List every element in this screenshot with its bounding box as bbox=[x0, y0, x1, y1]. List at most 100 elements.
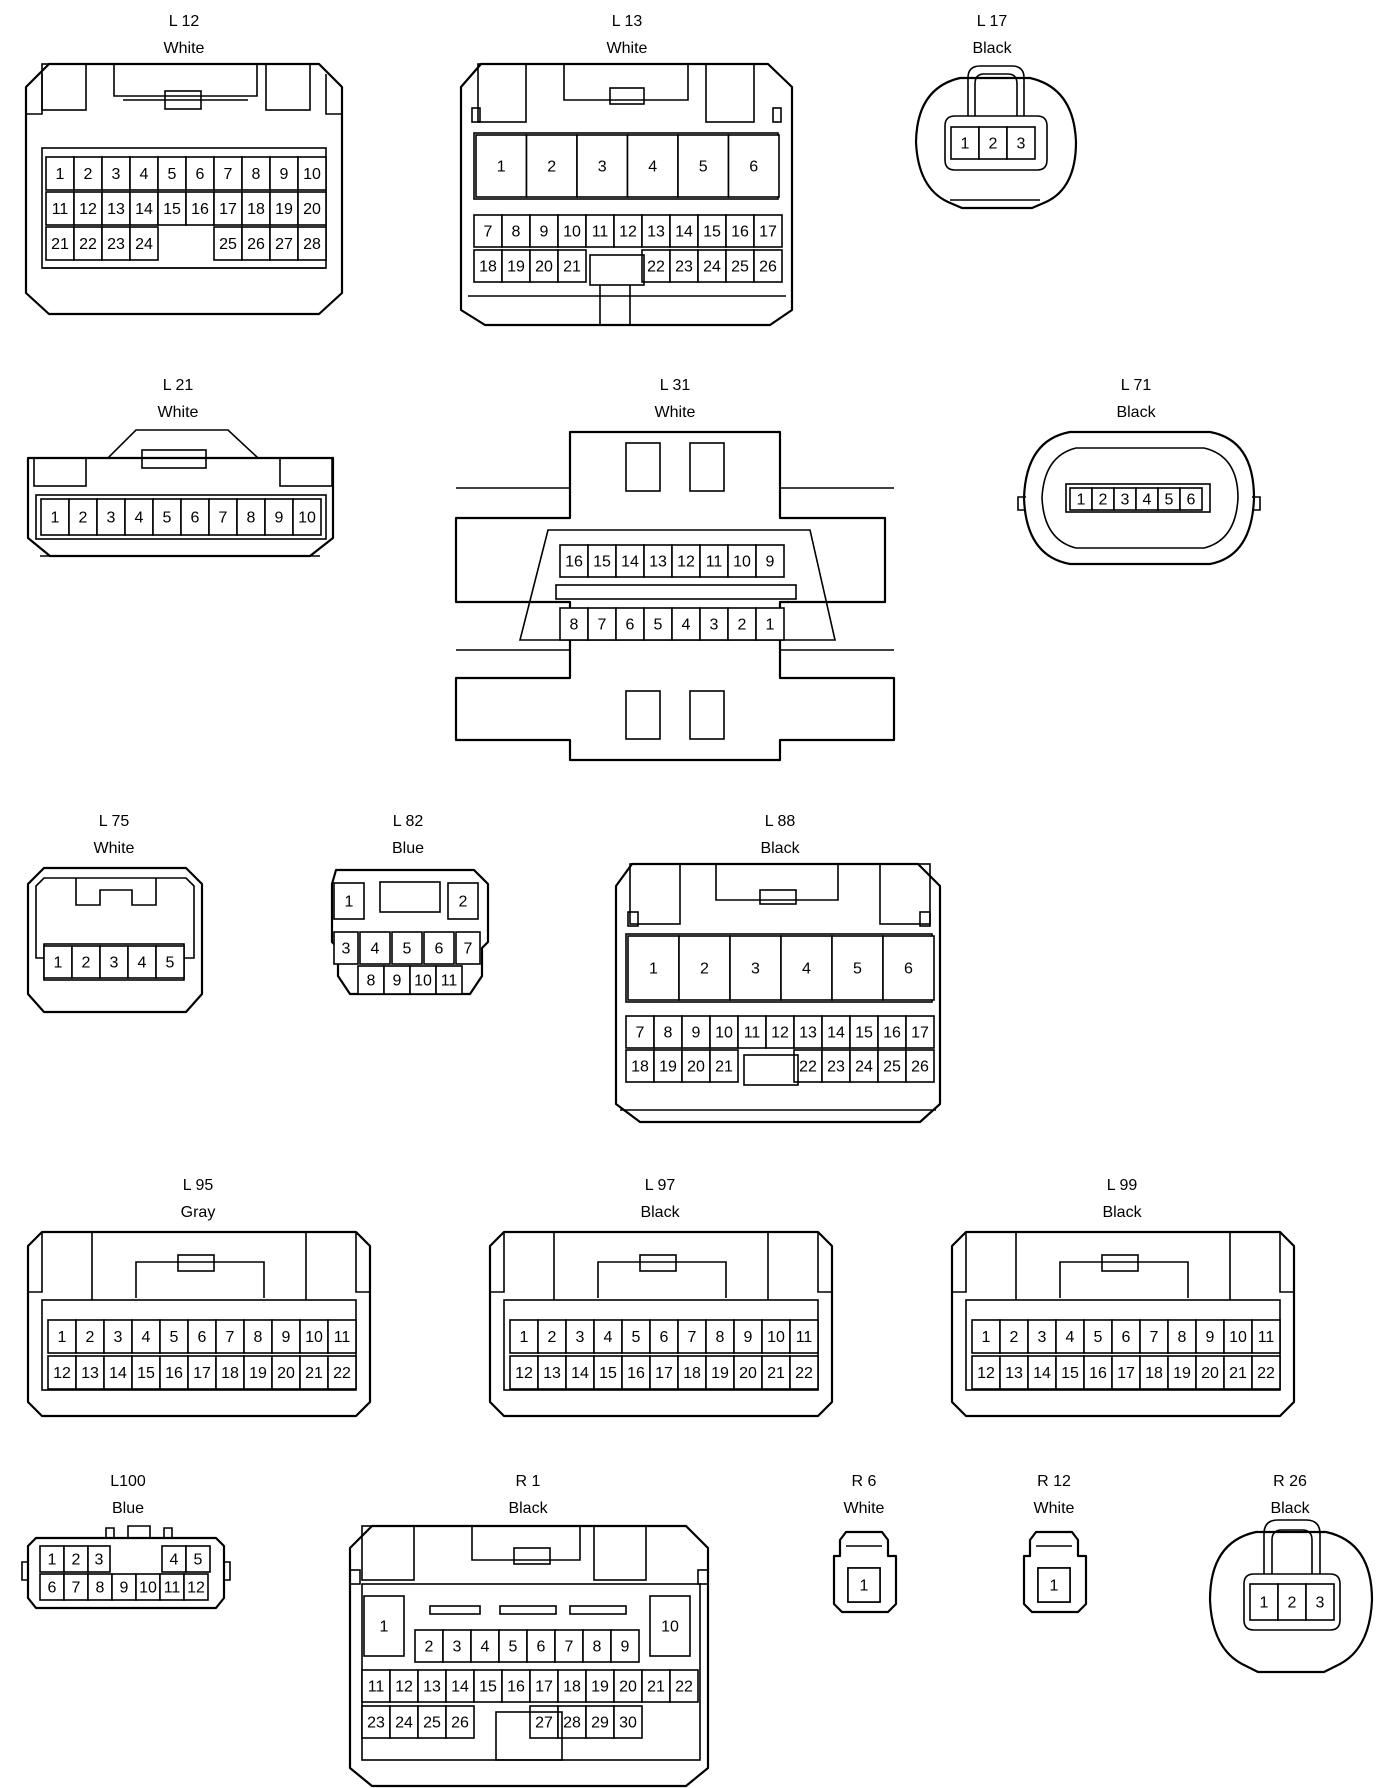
pin-number: 2 bbox=[79, 510, 88, 527]
pin-cell bbox=[299, 1319, 329, 1354]
pin-number: 1 bbox=[56, 166, 65, 183]
pin-number: 10 bbox=[715, 1025, 733, 1042]
pin-number: 30 bbox=[619, 1715, 637, 1732]
pin-number: 1 bbox=[58, 1329, 67, 1346]
pin-number: 13 bbox=[649, 554, 667, 571]
pin-cell bbox=[414, 1629, 444, 1663]
connector-color-label: Black bbox=[640, 1204, 680, 1221]
pin-cell bbox=[697, 214, 727, 248]
pin-number: 6 bbox=[537, 1639, 546, 1656]
connector-color-label: Black bbox=[972, 40, 1012, 57]
pin-cell bbox=[697, 249, 727, 283]
connector-id-label: R 6 bbox=[852, 1473, 877, 1490]
pin-number: 9 bbox=[540, 224, 549, 241]
pin-number: 4 bbox=[138, 955, 147, 972]
pin-cell bbox=[1139, 1355, 1169, 1390]
pin-number: 21 bbox=[767, 1365, 785, 1382]
pin-number: 15 bbox=[855, 1025, 873, 1042]
housing-outline bbox=[967, 65, 1025, 116]
housing-detail bbox=[627, 911, 639, 927]
pin-cell bbox=[43, 945, 73, 979]
connector-color-label: White bbox=[158, 404, 199, 421]
pin-number: 22 bbox=[795, 1365, 813, 1382]
housing-detail bbox=[499, 1605, 557, 1615]
pin-cell bbox=[849, 1049, 879, 1083]
pin-number: 2 bbox=[548, 1329, 557, 1346]
pin-cell bbox=[1195, 1319, 1225, 1354]
connector-color-label: White bbox=[844, 1500, 885, 1517]
pin-number: 8 bbox=[247, 510, 256, 527]
pin-cell bbox=[761, 1355, 791, 1390]
pin-number: 14 bbox=[827, 1025, 845, 1042]
pin-number: 3 bbox=[110, 955, 119, 972]
pin-cell bbox=[905, 1049, 935, 1083]
pin-number: 17 bbox=[219, 201, 237, 218]
pin-number: 6 bbox=[1122, 1329, 1131, 1346]
pin-number: 8 bbox=[254, 1329, 263, 1346]
pin-cell bbox=[755, 607, 785, 641]
pin-cell bbox=[1167, 1319, 1197, 1354]
pin-number: 4 bbox=[140, 166, 149, 183]
connector-color-label: White bbox=[1034, 1500, 1075, 1517]
connector-id-label: L 82 bbox=[393, 813, 424, 830]
pin-cell bbox=[1037, 1567, 1071, 1603]
pin-number: 10 bbox=[563, 224, 581, 241]
pin-number: 26 bbox=[247, 236, 265, 253]
pin-number: 6 bbox=[191, 510, 200, 527]
pin-number: 12 bbox=[79, 201, 97, 218]
pin-cell bbox=[1139, 1319, 1169, 1354]
pin-number: 2 bbox=[989, 136, 998, 153]
pin-number: 15 bbox=[1061, 1365, 1079, 1382]
pin-cell bbox=[409, 965, 437, 995]
pin-cell bbox=[627, 935, 680, 1001]
housing-outline bbox=[914, 76, 1078, 210]
connector-color-label: Black bbox=[1270, 1500, 1310, 1517]
pin-number: 4 bbox=[142, 1329, 151, 1346]
pin-cell bbox=[501, 214, 531, 248]
housing-outline bbox=[1271, 1529, 1313, 1574]
pin-cell bbox=[435, 965, 463, 995]
pin-cell bbox=[1251, 1319, 1281, 1354]
pin-cell bbox=[557, 214, 587, 248]
housing-outline bbox=[974, 73, 1018, 116]
pin-number: 9 bbox=[692, 1025, 701, 1042]
pin-number: 8 bbox=[1178, 1329, 1187, 1346]
pin-number: 19 bbox=[591, 1679, 609, 1696]
pin-number: 6 bbox=[48, 1580, 57, 1597]
pin-number: 22 bbox=[333, 1365, 351, 1382]
pin-number: 12 bbox=[187, 1580, 205, 1597]
pin-number: 8 bbox=[593, 1639, 602, 1656]
pin-cell bbox=[877, 1015, 907, 1049]
pin-number: 20 bbox=[687, 1059, 705, 1076]
pin-number: 20 bbox=[277, 1365, 295, 1382]
pin-number: 17 bbox=[911, 1025, 929, 1042]
pin-cell bbox=[727, 607, 757, 641]
pin-number: 28 bbox=[303, 236, 321, 253]
pin-cell bbox=[101, 156, 131, 191]
pin-number: 17 bbox=[655, 1365, 673, 1382]
pin-cell bbox=[157, 156, 187, 191]
pin-number: 11 bbox=[592, 224, 609, 241]
pin-number: 18 bbox=[221, 1365, 239, 1382]
pin-cell bbox=[159, 1355, 189, 1390]
housing-outline bbox=[454, 430, 896, 762]
pin-number: 24 bbox=[135, 236, 153, 253]
housing-detail bbox=[429, 1605, 481, 1615]
pin-number: 9 bbox=[766, 554, 775, 571]
pin-cell bbox=[1055, 1355, 1085, 1390]
pin-number: 4 bbox=[802, 961, 811, 978]
pin-cell bbox=[537, 1319, 567, 1354]
pin-number: 7 bbox=[219, 510, 228, 527]
pin-number: 24 bbox=[855, 1059, 873, 1076]
pin-cell bbox=[509, 1355, 539, 1390]
pin-cell bbox=[271, 1319, 301, 1354]
pin-cell bbox=[780, 935, 833, 1001]
housing-outline bbox=[950, 1230, 1296, 1418]
pin-cell bbox=[297, 226, 327, 261]
housing-detail bbox=[625, 442, 661, 492]
housing-detail bbox=[743, 1054, 799, 1086]
pin-number: 19 bbox=[659, 1059, 677, 1076]
pin-cell bbox=[333, 931, 359, 965]
